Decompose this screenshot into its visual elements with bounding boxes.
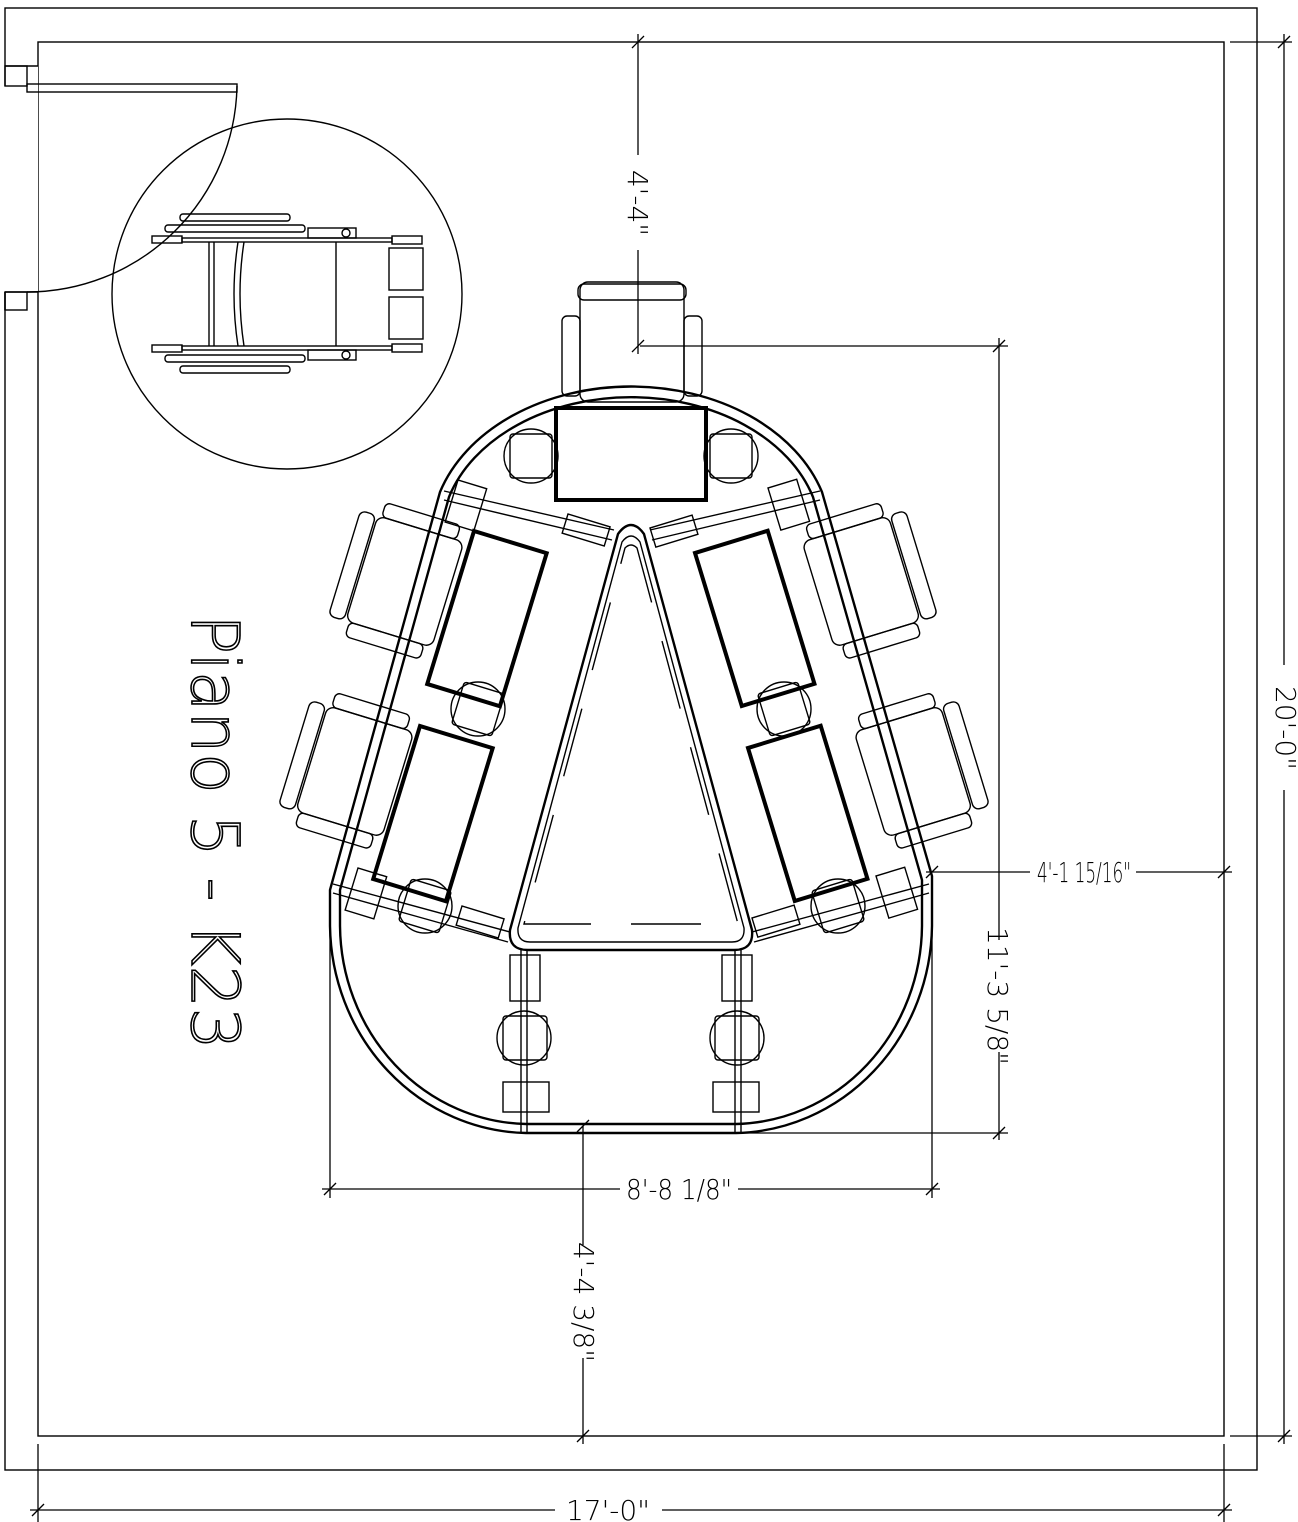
top-clearance-label: 4'-4" [621, 170, 654, 236]
stool-icon [756, 681, 812, 737]
desk-icon [692, 528, 817, 709]
door-swing-icon [2, 65, 238, 311]
chair-icon [855, 693, 989, 849]
desk-icon [745, 723, 870, 904]
dimension-lines [30, 34, 1292, 1522]
chair-icon [279, 693, 413, 849]
stool-icon [397, 878, 453, 934]
stool-icon [709, 1010, 765, 1066]
chair-icon [803, 503, 937, 659]
center-well [508, 523, 754, 952]
station-width-label: 8'-8 1/8" [626, 1173, 732, 1206]
stool-icon [496, 1010, 552, 1066]
right-clearance-label: 4'-1 15/16" [1037, 856, 1131, 889]
stool-icon [703, 428, 759, 484]
stool-icon [810, 878, 866, 934]
stools [397, 428, 866, 1066]
pads [344, 478, 919, 1113]
armchairs [279, 281, 989, 849]
desk-icon [554, 406, 708, 502]
room-walls [4, 7, 1258, 1471]
wheelchair-turning-circle-icon [111, 118, 463, 470]
desk-icon [424, 528, 550, 709]
drawing-title: Piano 5 - K23 [176, 614, 253, 1049]
stool-icon [450, 681, 506, 737]
workstation-outline [328, 385, 934, 1135]
station-depth-label: 11'-3 5/8" [981, 927, 1014, 1065]
chair-icon [329, 503, 463, 659]
desk-icon [370, 723, 496, 904]
bottom-clearance-label: 4'-4 3/8" [567, 1242, 600, 1362]
chair-icon [561, 281, 703, 403]
stool-icon [503, 428, 559, 484]
room-depth-label: 20'-0" [1269, 686, 1298, 770]
room-width-label: 17'-0" [566, 1494, 650, 1522]
desks [370, 406, 870, 904]
